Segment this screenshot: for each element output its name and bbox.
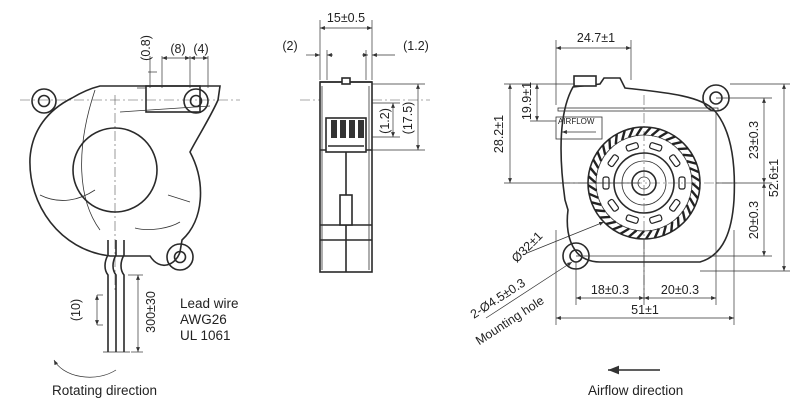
dim-4: (4): [193, 42, 208, 56]
dim-2: (2): [282, 39, 297, 53]
impeller-blades: [587, 126, 701, 240]
dim-300: 300±30: [144, 291, 158, 333]
dim-0-8: (0.8): [139, 35, 153, 61]
side-view: 15±0.5 (2) (1.2) (1.2) (17.5): [282, 11, 430, 273]
front-view: (0.8) (8) (4) (10) 300±30 Lead wire AWG2…: [20, 35, 240, 398]
dim-51: 51±1: [631, 303, 659, 317]
dim-10: (10): [69, 299, 83, 321]
dim-18: 18±0.3: [591, 283, 629, 297]
airflow-direction-label: Airflow direction: [588, 383, 683, 398]
dim-24-7: 24.7±1: [577, 31, 615, 45]
dim-17-5: (17.5): [401, 102, 415, 135]
dim-8: (8): [170, 42, 185, 56]
dim-28-2: 28.2±1: [492, 115, 506, 153]
dim-1-2-side: (1.2): [378, 108, 392, 134]
dim-19-9: 19.9±1: [520, 82, 534, 120]
dim-20-horizontal: 20±0.3: [661, 283, 699, 297]
back-view: AIRFLOW 24.7±1 28.2±1 19.9±1 23±0.3: [468, 31, 790, 398]
airflow-tag: AIRFLOW: [558, 117, 595, 126]
dim-23: 23±0.3: [747, 121, 761, 159]
dim-20-vertical: 20±0.3: [747, 201, 761, 239]
dim-52-6: 52.6±1: [767, 159, 781, 197]
lead-wire-label: Lead wire: [180, 296, 239, 311]
dim-15: 15±0.5: [327, 11, 365, 25]
dim-32-diameter: Ø32±1: [509, 229, 545, 265]
rotating-direction-label: Rotating direction: [52, 383, 157, 398]
lead-wire-ul: UL 1061: [180, 328, 231, 343]
dim-1-2-top: (1.2): [403, 39, 429, 53]
rotating-direction-arrow: [53, 359, 117, 378]
lead-wire-awg: AWG26: [180, 312, 227, 327]
